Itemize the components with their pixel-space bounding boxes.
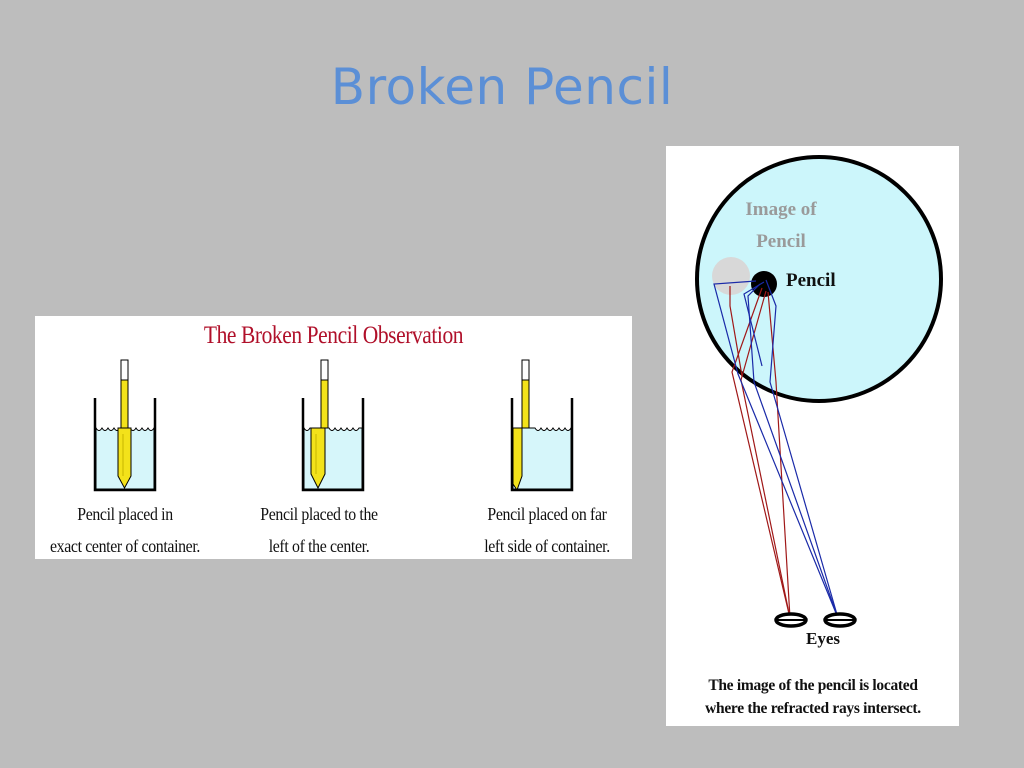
caption-center: Pencil placed in exact center of contain…	[37, 498, 213, 562]
pencil-label: Pencil	[786, 270, 836, 291]
container-1	[93, 359, 157, 492]
container-circle	[695, 155, 943, 403]
refraction-note: The image of the pencil is located where…	[672, 674, 954, 720]
eyes-label: Eyes	[806, 629, 840, 648]
observation-diagram	[93, 359, 574, 492]
observation-title: The Broken Pencil Observation	[203, 322, 464, 349]
caption-far-left-line1: Pencil placed on far	[487, 504, 607, 524]
caption-left-of-center: Pencil placed to the left of the center.	[231, 498, 407, 562]
note-line1: The image of the pencil is located	[708, 677, 918, 694]
slide-title: Broken Pencil	[330, 58, 674, 116]
image-label-line1: Image of	[745, 199, 817, 220]
image-label-line2: Pencil	[756, 231, 806, 252]
pencil-dot	[751, 271, 777, 297]
container-2	[301, 359, 365, 492]
caption-far-left-line2: left side of container.	[484, 536, 610, 556]
caption-center-line2: exact center of container.	[49, 536, 201, 556]
observation-figure: The Broken Pencil Observation Pencil pla…	[35, 316, 632, 559]
caption-left-of-center-line1: Pencil placed to the	[260, 504, 378, 524]
pencil-image-dot	[712, 257, 750, 295]
blue-rays	[713, 279, 839, 619]
container-3	[510, 359, 574, 492]
caption-left-of-center-line2: left of the center.	[268, 536, 370, 556]
refraction-diagram	[695, 155, 943, 628]
eyes-icon	[774, 612, 857, 628]
image-of-pencil-label: Image of Pencil	[726, 194, 836, 258]
note-line2: where the refracted rays intersect.	[705, 700, 921, 717]
caption-center-line1: Pencil placed in	[77, 504, 173, 524]
refraction-figure: Image of Pencil Pencil Eyes The image of…	[666, 146, 959, 726]
caption-far-left: Pencil placed on far left side of contai…	[459, 498, 635, 562]
